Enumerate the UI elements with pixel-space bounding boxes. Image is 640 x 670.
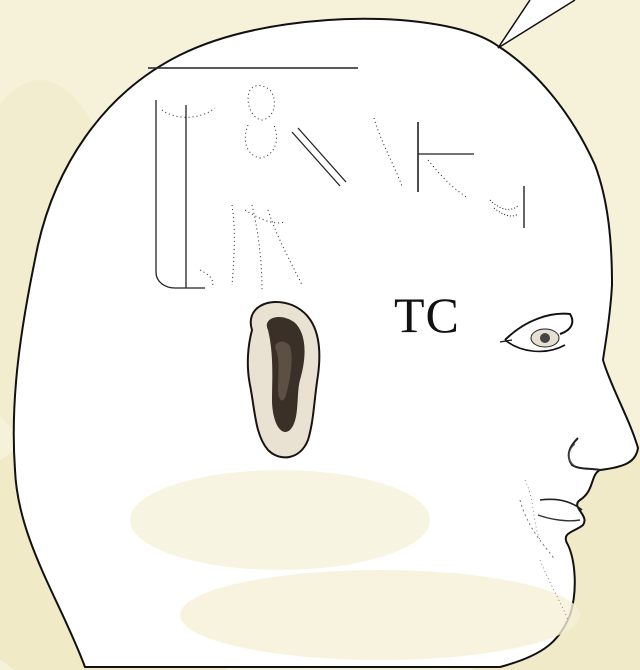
- ear-icon: [248, 302, 320, 457]
- shade-blotch: [130, 470, 430, 570]
- shade-blotch: [180, 570, 580, 660]
- tc-label: TC: [394, 290, 460, 340]
